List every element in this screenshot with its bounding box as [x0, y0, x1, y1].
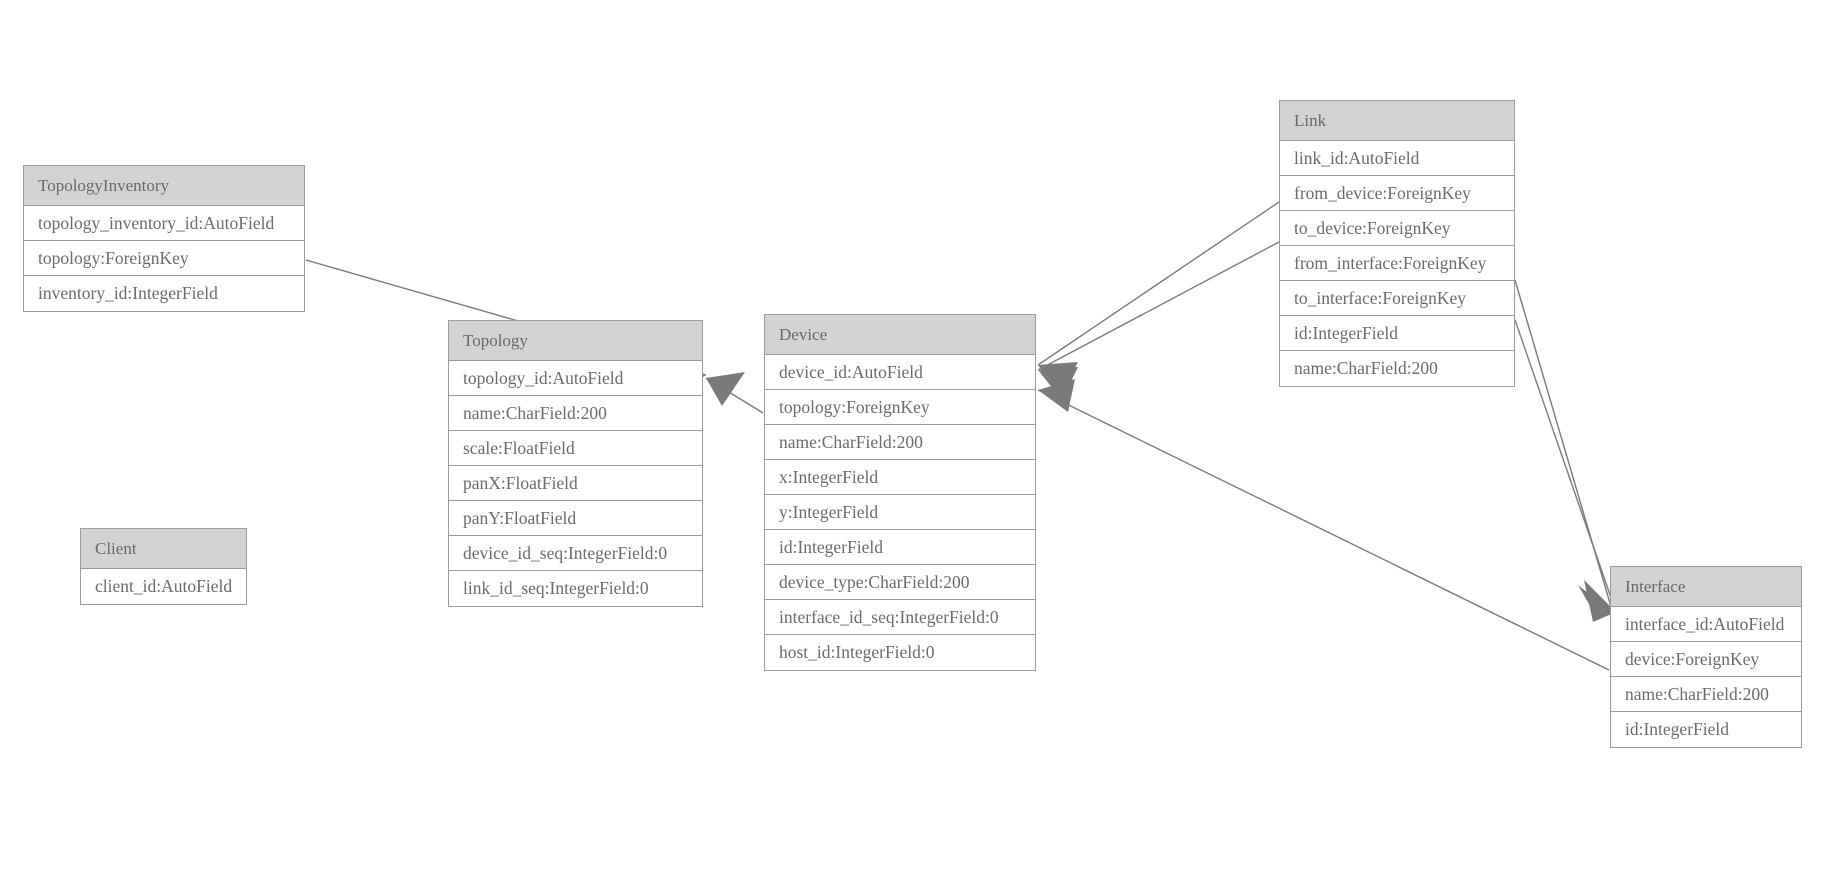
- entity-field-row[interactable]: id:IntegerField: [1280, 316, 1514, 351]
- edge-line: [1037, 201, 1280, 366]
- edge-arrowhead: [1038, 362, 1078, 396]
- entity-field-row[interactable]: topology_id:AutoField: [449, 361, 702, 396]
- relationship-edge-interface-device: [1037, 379, 1610, 671]
- entity-title-link: Link: [1280, 101, 1514, 141]
- entity-field-row[interactable]: to_device:ForeignKey: [1280, 211, 1514, 246]
- edge-line: [1514, 279, 1613, 611]
- entity-field-row[interactable]: name:CharField:200: [765, 425, 1035, 460]
- entity-field-row[interactable]: name:CharField:200: [449, 396, 702, 431]
- entity-field-row[interactable]: link_id:AutoField: [1280, 141, 1514, 176]
- edge-arrowhead: [1578, 585, 1612, 620]
- edge-arrowhead: [1038, 379, 1075, 412]
- entity-field-row[interactable]: topology_inventory_id:AutoField: [24, 206, 304, 241]
- entity-field-row[interactable]: device_id:AutoField: [765, 355, 1035, 390]
- entity-field-row[interactable]: panX:FloatField: [449, 466, 702, 501]
- entity-field-row[interactable]: name:CharField:200: [1280, 351, 1514, 386]
- relationship-edge-link-from-interface: [1514, 279, 1613, 620]
- edge-line: [1037, 389, 1610, 671]
- entity-field-row[interactable]: scale:FloatField: [449, 431, 702, 466]
- entity-field-row[interactable]: device:ForeignKey: [1611, 642, 1801, 677]
- relationship-edge-link-from-device: [1037, 201, 1280, 396]
- edge-arrowhead: [1038, 367, 1078, 400]
- entity-title-topology-inventory: TopologyInventory: [24, 166, 304, 206]
- entity-field-row[interactable]: interface_id:AutoField: [1611, 607, 1801, 642]
- entity-field-row[interactable]: name:CharField:200: [1611, 677, 1801, 712]
- entity-field-row[interactable]: y:IntegerField: [765, 495, 1035, 530]
- entity-field-row[interactable]: panY:FloatField: [449, 501, 702, 536]
- entity-title-topology: Topology: [449, 321, 702, 361]
- entity-field-row[interactable]: device_type:CharField:200: [765, 565, 1035, 600]
- entity-field-row[interactable]: topology:ForeignKey: [24, 241, 304, 276]
- entity-title-interface: Interface: [1611, 567, 1801, 607]
- entity-field-row[interactable]: x:IntegerField: [765, 460, 1035, 495]
- entity-field-row[interactable]: device_id_seq:IntegerField:0: [449, 536, 702, 571]
- relationship-edge-link-to-device: [1037, 241, 1280, 400]
- entity-field-row[interactable]: id:IntegerField: [1611, 712, 1801, 747]
- edge-arrowhead: [706, 372, 745, 406]
- entity-title-client: Client: [81, 529, 246, 569]
- entity-field-row[interactable]: interface_id_seq:IntegerField:0: [765, 600, 1035, 635]
- entity-field-row[interactable]: client_id:AutoField: [81, 569, 246, 604]
- edge-line: [1037, 241, 1280, 371]
- relationship-edge-device-topology: [705, 372, 764, 414]
- entity-field-row[interactable]: from_interface:ForeignKey: [1280, 246, 1514, 281]
- entity-field-row[interactable]: inventory_id:IntegerField: [24, 276, 304, 311]
- entity-field-row[interactable]: link_id_seq:IntegerField:0: [449, 571, 702, 606]
- entity-field-row[interactable]: topology:ForeignKey: [765, 390, 1035, 425]
- entity-field-row[interactable]: from_device:ForeignKey: [1280, 176, 1514, 211]
- entity-title-device: Device: [765, 315, 1035, 355]
- entity-field-row[interactable]: to_interface:ForeignKey: [1280, 281, 1514, 316]
- relationship-edge-link-to-interface: [1514, 319, 1617, 622]
- entity-field-row[interactable]: host_id:IntegerField:0: [765, 635, 1035, 670]
- entity-field-row[interactable]: id:IntegerField: [765, 530, 1035, 565]
- edge-line: [1514, 319, 1617, 613]
- edge-line: [705, 377, 764, 414]
